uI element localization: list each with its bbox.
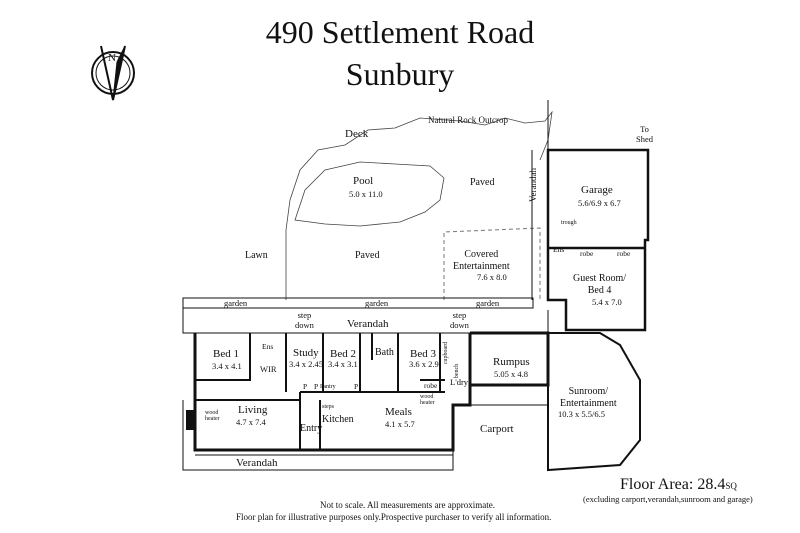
- wood-heater-meals-label: wood heater: [420, 394, 435, 406]
- kitchen-label: Kitchen: [322, 414, 354, 425]
- trough-label: trough: [561, 220, 577, 226]
- p3-label: P: [354, 382, 359, 391]
- covered-entertainment-label: Covered Entertainment: [453, 249, 510, 272]
- p2-label: P: [314, 382, 319, 391]
- bench-label: bench: [454, 363, 461, 379]
- verandah-bottom-label: Verandah: [236, 457, 278, 469]
- meals-dim: 4.1 x 5.7: [385, 419, 415, 429]
- interior-walls: [195, 333, 445, 450]
- meals-label: Meals: [385, 406, 412, 418]
- entry-label: Entry: [300, 423, 323, 434]
- garden-label-2: garden: [365, 298, 389, 308]
- pantry-label: Pantry: [320, 384, 336, 390]
- paved-label-1: Paved: [470, 177, 495, 188]
- disclaimer-scale: Not to scale. All measurements are appro…: [320, 500, 495, 510]
- p1-label: P: [303, 382, 308, 391]
- garden-label-1: garden: [224, 298, 248, 308]
- garden-label-3: garden: [476, 298, 500, 308]
- bath-label: Bath: [375, 347, 394, 358]
- bed3-dim: 3.6 x 2.9: [409, 359, 439, 369]
- pool-label: Pool: [353, 175, 374, 187]
- wood-heater-mark: [186, 410, 195, 430]
- bed2-label: Bed 2: [330, 348, 356, 360]
- garden-strips: [182, 297, 549, 334]
- bed1-dim: 3.4 x 4.1: [212, 361, 242, 371]
- guest-robe-label-2: robe: [617, 249, 631, 258]
- wood-heater-living-label: wood heater: [205, 410, 220, 422]
- floor-area-label: Floor Area: 28.4SQ: [620, 476, 737, 493]
- ens1-label: Ens: [262, 342, 274, 351]
- paved-label-2: Paved: [355, 250, 380, 261]
- bed3-robe-label: robe: [424, 381, 438, 390]
- verandah-vertical-label: Verandah: [527, 168, 538, 202]
- verandah-top-label: Verandah: [347, 318, 389, 330]
- guest-room-dim: 5.4 x 7.0: [592, 297, 622, 307]
- bed2-dim: 3.4 x 3.1: [328, 359, 358, 369]
- natural-rock-label: Natural Rock Outcrop: [428, 115, 508, 125]
- guest-robe-label-1: robe: [580, 249, 594, 258]
- rock-outline: [285, 110, 553, 300]
- sunroom-label: Sunroom/ Entertainment: [560, 386, 617, 409]
- plan-title: 490 Settlement Road: [265, 14, 535, 50]
- compass-letter: N: [108, 52, 116, 64]
- carport-label: Carport: [480, 423, 514, 435]
- study-dim: 3.4 x 2.45: [289, 359, 323, 369]
- bed1-label: Bed 1: [213, 348, 239, 360]
- verandah-bottom: [182, 400, 454, 471]
- lawn-label: Lawn: [245, 250, 268, 261]
- deck-label: Deck: [345, 128, 369, 140]
- step-down-label-2: step down: [450, 310, 469, 330]
- bed3-label: Bed 3: [410, 348, 436, 360]
- guest-ens-label: Ens: [553, 245, 565, 254]
- north-arrow-icon: [91, 45, 135, 101]
- ldry-label: L'dry: [450, 377, 469, 387]
- disclaimer-info: Floor plan for illustrative purposes onl…: [236, 512, 552, 522]
- step-down-label-1: step down: [295, 310, 314, 330]
- wir-label: WIR: [260, 364, 277, 374]
- floor-area-note: (excluding carport,verandah,sunroom and …: [583, 494, 753, 504]
- rumpus-label: Rumpus: [493, 356, 530, 368]
- guest-room-label: Guest Room/ Bed 4: [573, 273, 627, 296]
- steps-label: steps: [322, 404, 334, 410]
- carport-outline: [453, 404, 549, 470]
- living-dim: 4.7 x 7.4: [236, 417, 266, 427]
- sunroom-walls: [547, 332, 641, 472]
- to-shed-label: To Shed: [636, 124, 653, 144]
- rumpus-dim: 5.05 x 4.8: [494, 369, 528, 379]
- study-label: Study: [293, 347, 319, 359]
- sunroom-dim: 10.3 x 5.5/6.5: [558, 409, 605, 419]
- cupboard-label: cupboard: [443, 341, 450, 365]
- living-label: Living: [238, 404, 268, 416]
- plan-suburb: Sunbury: [345, 56, 455, 92]
- garage-label: Garage: [581, 184, 613, 196]
- garage-dim: 5.6/6.9 x 6.7: [578, 198, 621, 208]
- covered-entertainment-dim: 7.6 x 8.0: [477, 272, 507, 282]
- pool-dim: 5.0 x 11.0: [349, 189, 383, 199]
- garage-walls: [546, 148, 650, 332]
